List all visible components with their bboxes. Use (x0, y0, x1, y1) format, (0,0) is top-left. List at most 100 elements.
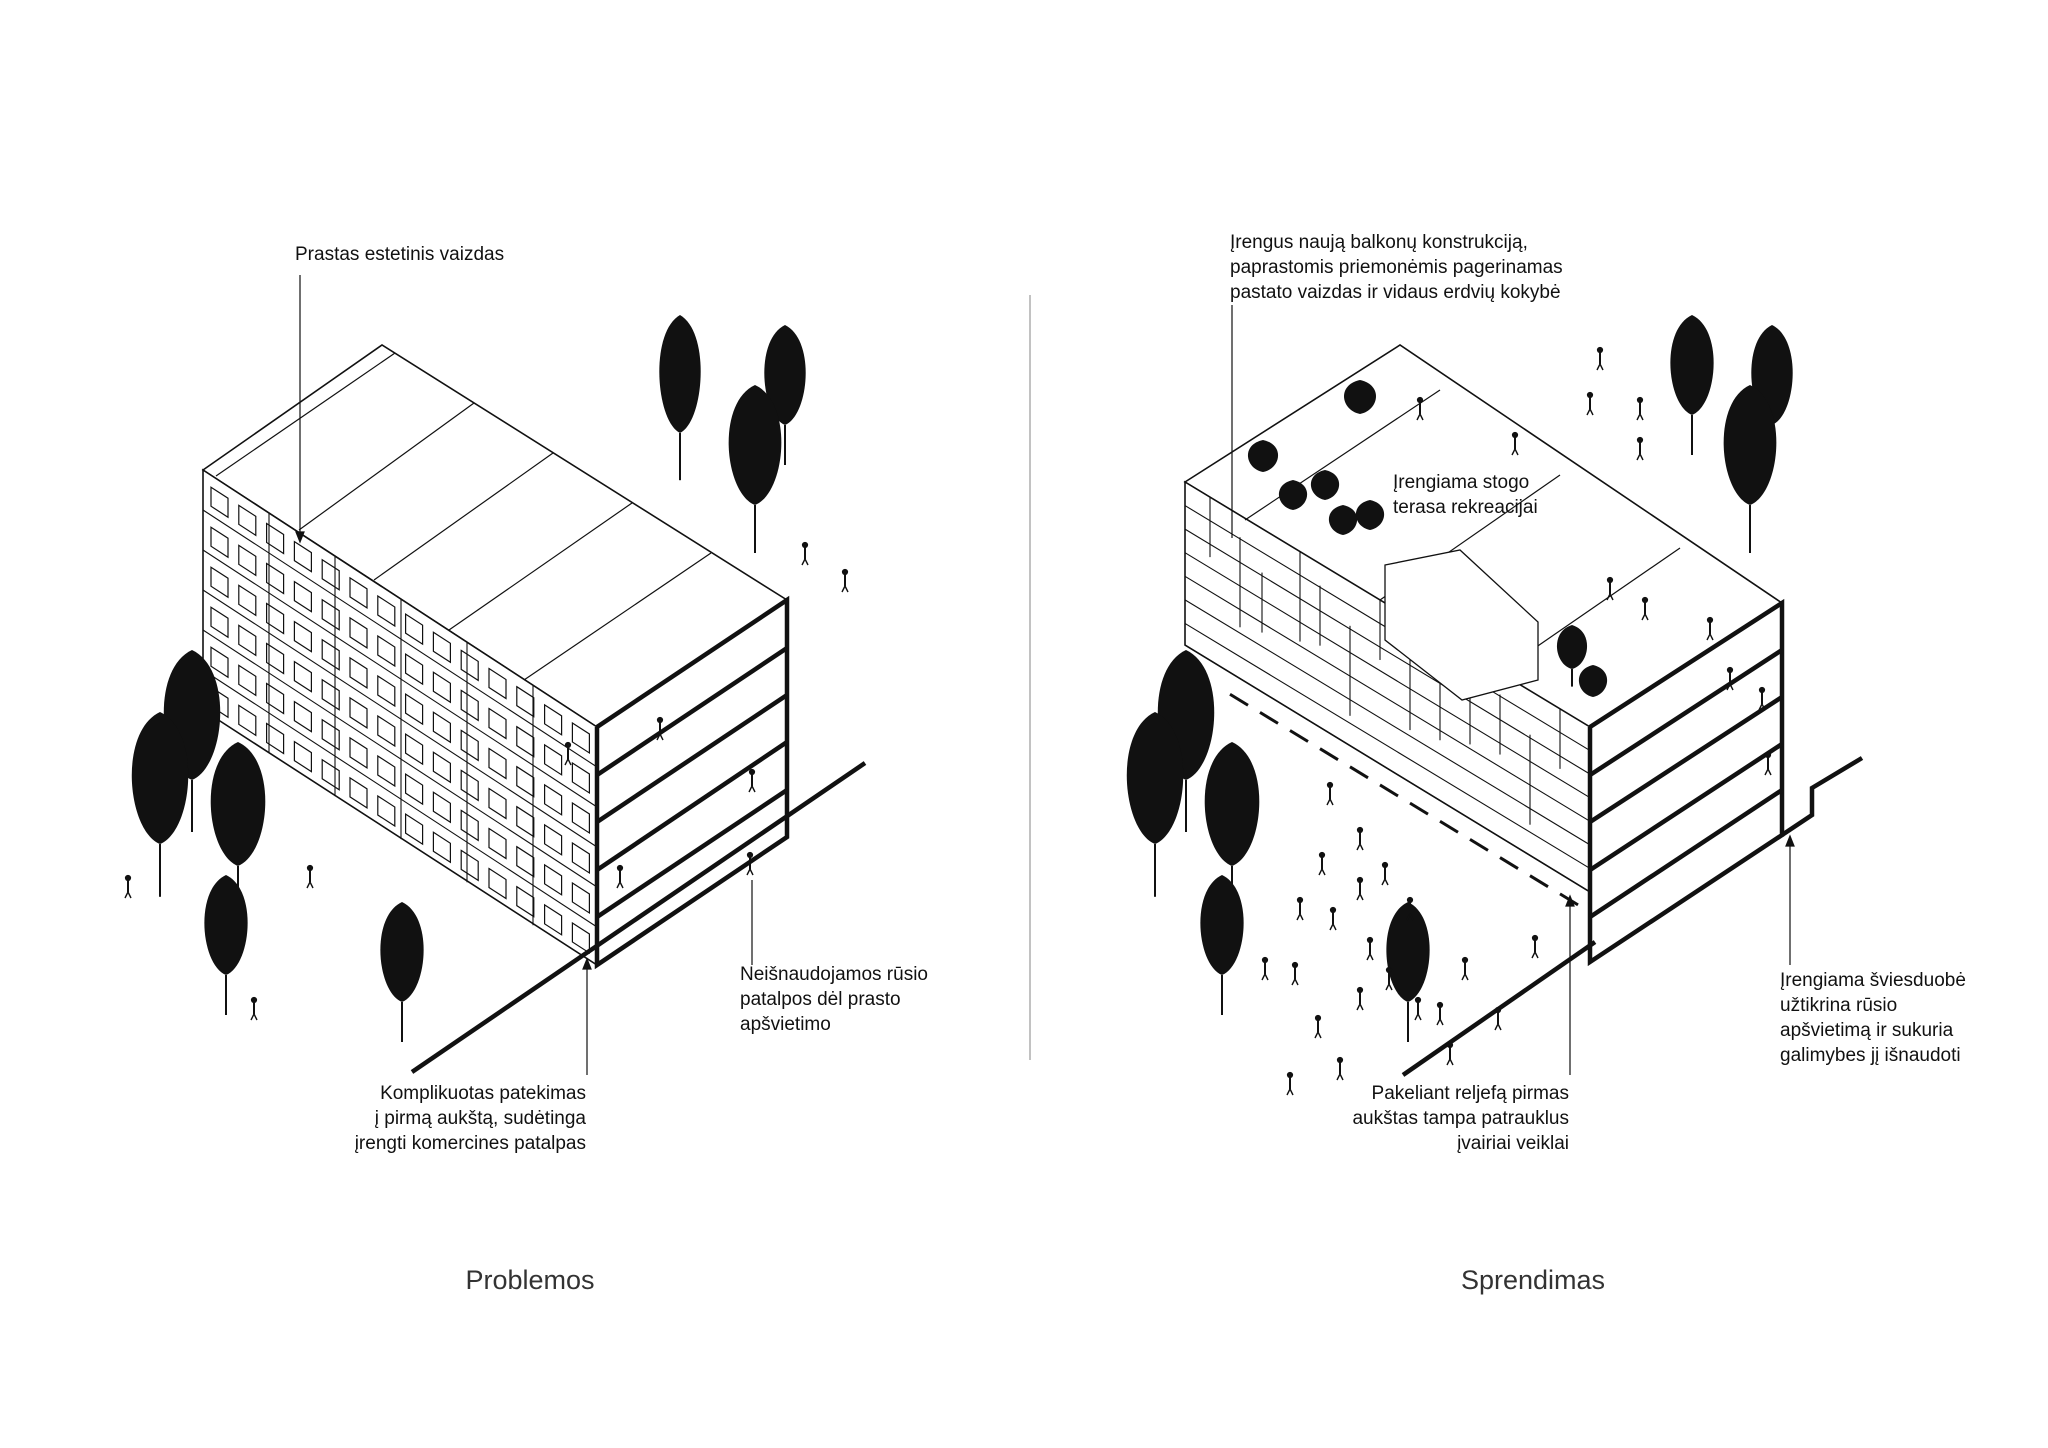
person (1356, 876, 1364, 884)
caption-solution: Sprendimas (1460, 1265, 1606, 1295)
person (1414, 996, 1422, 1004)
annotation-line: apšvietimo (740, 1014, 831, 1035)
annotation-line: Įrengiama stogo (1393, 472, 1530, 493)
person (564, 741, 572, 749)
person (1366, 936, 1374, 944)
person (1494, 1006, 1502, 1014)
person (250, 996, 258, 1004)
person (1356, 986, 1364, 994)
right-roof-terrace-box (1384, 549, 1539, 701)
annotation-line: aukštas tampa patrauklus (1352, 1108, 1569, 1129)
annotation-line: užtikrina rūsio (1780, 995, 1898, 1016)
person (1286, 1071, 1294, 1079)
person (801, 541, 809, 549)
tree (1723, 385, 1777, 505)
person (1461, 956, 1469, 964)
person (1296, 896, 1304, 904)
tree (1344, 380, 1376, 414)
person (1706, 616, 1714, 624)
person (841, 568, 849, 576)
person (656, 716, 664, 724)
annotation-line: į pirmą aukštą, sudėtinga (374, 1108, 586, 1129)
left-section (410, 595, 867, 1074)
leader-lines (295, 275, 1795, 1075)
right-balcony-grid (1184, 497, 1591, 907)
trees (131, 315, 1793, 1042)
annotation-line: Pakeliant reljefą pirmas (1371, 1083, 1569, 1104)
person (1381, 861, 1389, 869)
person (1326, 781, 1334, 789)
person (1356, 826, 1364, 834)
person (1758, 686, 1766, 694)
person (1314, 1014, 1322, 1022)
person (1531, 934, 1539, 942)
annotation-line: Neišnaudojamos rūsio (740, 964, 928, 985)
annotation-line: terasa rekreacijai (1393, 497, 1538, 518)
person (1764, 751, 1772, 759)
person (1726, 666, 1734, 674)
person (1261, 956, 1269, 964)
person (1291, 961, 1299, 969)
tree (131, 712, 189, 844)
tree (210, 742, 266, 866)
tree (380, 902, 424, 1002)
tree (1310, 470, 1340, 500)
annotation-line: Įrengus naują balkonų konstrukciją, (1230, 232, 1528, 253)
left-windows (210, 486, 591, 955)
left-roof-divisions (215, 352, 712, 681)
right-ground-slope (1184, 644, 1591, 893)
person (1641, 596, 1649, 604)
tree (204, 875, 248, 975)
annotation-line: įrengti komercines patalpas (354, 1133, 586, 1154)
person (1406, 896, 1414, 904)
tree (1355, 500, 1385, 530)
annotation-relief: Pakeliant reljefą pirmas aukštas tampa p… (1352, 1081, 1569, 1156)
tree (1204, 742, 1260, 866)
person (1596, 346, 1604, 354)
person (1586, 391, 1594, 399)
left-facade-floors (202, 509, 598, 928)
person (1329, 906, 1337, 914)
person (124, 874, 132, 882)
annotation-line: galimybes jį išnaudoti (1780, 1045, 1961, 1066)
tree (1126, 712, 1184, 844)
right-building (1183, 344, 1864, 1077)
annotation-line: Įrengiama šviesduobė (1780, 970, 1966, 991)
annotation-line: patalpos dėl prasto (740, 989, 901, 1010)
person (748, 768, 756, 776)
caption-problems: Problemos (465, 1265, 595, 1295)
annotation-line: Prastas estetinis vaizdas (295, 244, 505, 265)
person (1416, 396, 1424, 404)
left-building (201, 344, 867, 1074)
tree (659, 315, 701, 433)
annotation-line: pastato vaizdas ir vidaus erdvių kokybė (1230, 282, 1561, 303)
person (746, 851, 754, 859)
tree (728, 385, 782, 505)
person (1636, 436, 1644, 444)
tree (1328, 505, 1358, 535)
person (1446, 1041, 1454, 1049)
tree (1578, 665, 1608, 697)
annotation-line: apšvietimą ir sukuria (1780, 1020, 1954, 1041)
annotation-roof-terrace: Įrengiama stogo terasa rekreacijai (1393, 470, 1538, 520)
annotation-line: paprastomis priemonėmis pagerinamas (1230, 257, 1563, 278)
person (1636, 396, 1644, 404)
tree (1278, 480, 1308, 510)
tree (1200, 875, 1244, 975)
person (1336, 1056, 1344, 1064)
person (306, 864, 314, 872)
tree (1556, 625, 1588, 669)
right-section (1401, 598, 1864, 1077)
person (1436, 1001, 1444, 1009)
tree (1247, 440, 1279, 472)
annotation-line: įvairiai veiklai (1457, 1133, 1569, 1154)
person (616, 864, 624, 872)
tree (1670, 315, 1714, 415)
tree (764, 325, 806, 425)
people (124, 346, 1772, 1096)
annotation-balcony: Įrengus naują balkonų konstrukciją, papr… (1230, 230, 1563, 305)
person (1385, 966, 1393, 974)
person (1606, 576, 1614, 584)
annotation-entrance: Komplikuotas patekimas į pirmą aukštą, s… (355, 1081, 586, 1156)
